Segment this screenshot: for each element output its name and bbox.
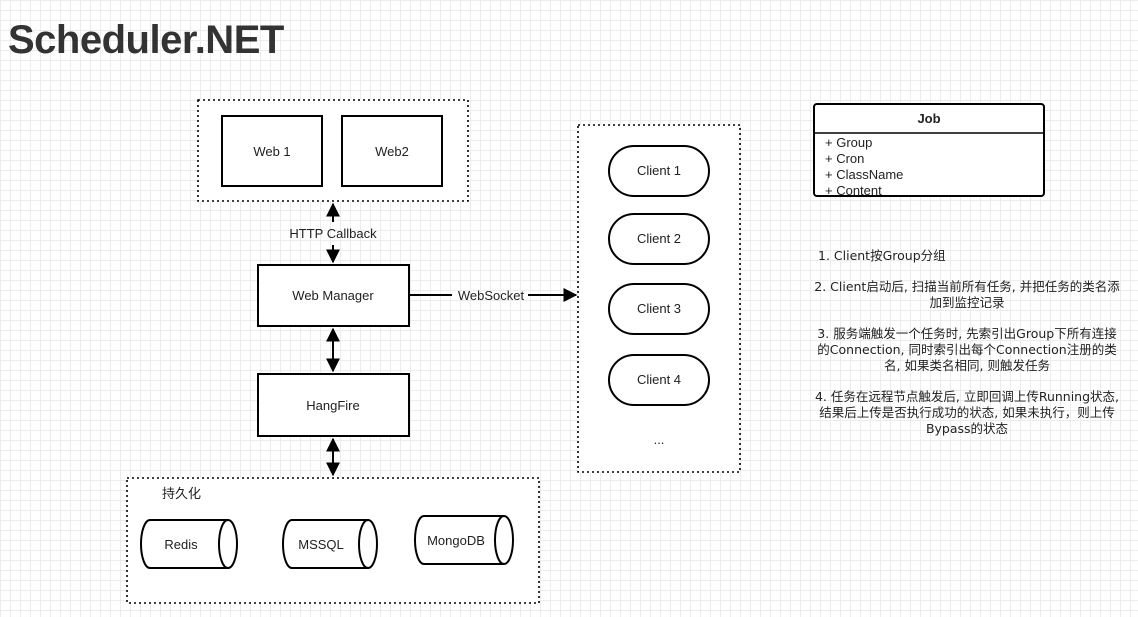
note-item: 3. 服务端触发一个任务时, 先索引出Group下所有连接的Connection… (817, 326, 1117, 373)
hangfire-label: HangFire (306, 398, 359, 413)
client4-label: Client 4 (637, 372, 681, 387)
http-callback-label: HTTP Callback (289, 226, 377, 241)
redis-node[interactable]: Redis (140, 519, 238, 569)
job-class-name: Job (917, 111, 940, 126)
mssql-node[interactable]: MSSQL (282, 519, 378, 569)
job-class-box[interactable]: Job + Group + Cron + ClassName + Content (813, 103, 1045, 198)
persistence-label: 持久化 (162, 486, 201, 501)
note-item: 4. 任务在远程节点触发后, 立即回调上传Running状态, 结果后上传是否执… (814, 389, 1120, 436)
job-field: + ClassName (825, 167, 903, 182)
web-manager-label: Web Manager (292, 288, 374, 303)
client2-label: Client 2 (637, 231, 681, 246)
mongodb-label: MongoDB (427, 533, 485, 548)
hangfire-node[interactable]: HangFire (257, 373, 410, 437)
job-field: + Group (825, 135, 872, 150)
client3-label: Client 3 (637, 301, 681, 316)
mongodb-node[interactable]: MongoDB (414, 515, 514, 565)
note-item: 1. Client按Group分组 (818, 248, 946, 263)
mssql-label: MSSQL (298, 537, 344, 552)
client1-node[interactable]: Client 1 (608, 145, 710, 197)
notes-panel: 1. Client按Group分组 2. Client启动后, 扫描当前所有任务… (812, 248, 1122, 452)
job-field: + Cron (825, 151, 864, 166)
web-manager-node[interactable]: Web Manager (257, 264, 410, 327)
client4-node[interactable]: Client 4 (608, 354, 710, 406)
client1-label: Client 1 (637, 163, 681, 178)
note-item: 2. Client启动后, 扫描当前所有任务, 并把任务的类名添加到监控记录 (814, 279, 1120, 310)
web1-label: Web 1 (253, 144, 290, 159)
web2-node[interactable]: Web2 (341, 115, 443, 187)
websocket-label: WebSocket (458, 288, 525, 303)
client-more-label: ... (654, 432, 665, 447)
web2-label: Web2 (375, 144, 409, 159)
diagram-title: Scheduler.NET (8, 18, 284, 62)
web1-node[interactable]: Web 1 (221, 115, 323, 187)
client3-node[interactable]: Client 3 (608, 283, 710, 335)
client2-node[interactable]: Client 2 (608, 213, 710, 265)
redis-label: Redis (164, 537, 198, 552)
job-field: + Content (825, 183, 882, 198)
